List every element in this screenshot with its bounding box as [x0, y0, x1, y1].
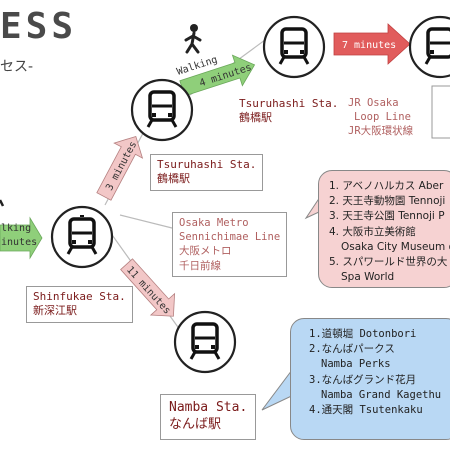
- train-arrow-7min: [333, 23, 411, 65]
- line-label-text: 千日前線: [179, 259, 221, 272]
- line-label-text: JR Osaka: [348, 97, 399, 109]
- station-name-jp: 新深江駅: [33, 304, 77, 318]
- walking-arrow-left: [0, 216, 43, 260]
- train-icon-tennoji: [408, 15, 450, 79]
- pink-callout: 1. アベノハルカス Aber 2. 天王寺動物園 Tennoji 3. 天王寺…: [318, 170, 450, 288]
- callout-item: 3. 天王寺公園 Tennoji P: [329, 210, 445, 223]
- station-name-en: Shinfukae Sta.: [33, 290, 126, 303]
- line-label-text: 大阪メトロ: [179, 245, 232, 258]
- callout-item: 3.なんばグランド花月: [309, 373, 417, 386]
- train-arrow-7min-label: 7 minutes: [342, 40, 396, 51]
- walking-person-icon-left: [0, 199, 5, 207]
- callout-item: 2. 天王寺動物園 Tennoji: [329, 195, 446, 208]
- walking-person-icon: [184, 24, 202, 54]
- line-label-osaka-metro: Osaka Metro Sennichimae Line 大阪メトロ 千日前線: [172, 212, 288, 277]
- callout-item: 1.道頓堀 Dotonbori: [309, 328, 417, 340]
- callout-subitem: Namba Perks: [321, 358, 391, 371]
- station-name-jp: なんば駅: [169, 416, 222, 432]
- callout-subitem: Osaka City Museum o: [341, 240, 450, 253]
- line-label-text: JR大阪環状線: [348, 125, 414, 138]
- connector-shinfukae-metro: [119, 214, 181, 231]
- train-icon-shinfukae: [50, 205, 114, 269]
- tennoji-label-box: [431, 85, 450, 139]
- line-label-text: Osaka Metro: [179, 217, 249, 229]
- station-name-jp: 鶴橋駅: [239, 111, 272, 125]
- train-icon-tsuruhashi-top: [262, 15, 326, 79]
- station-name-jp: 鶴橋駅: [157, 172, 190, 186]
- walking-left-label: lking: [1, 223, 31, 234]
- train-icon-tsuruhashi-mid: [130, 78, 194, 142]
- train-icon-namba: [173, 310, 237, 374]
- station-name-en: Namba Sta.: [169, 400, 248, 415]
- station-name-en: Tsuruhashi Sta.: [239, 97, 339, 110]
- callout-item: 1. アベノハルカス Aber: [329, 180, 444, 192]
- callout-item: 5. スパワールド世界の大: [329, 256, 448, 269]
- callout-item: 2.なんばパークス: [309, 343, 395, 356]
- walking-arrow-left-label: inutes: [1, 237, 37, 248]
- line-label-text: Sennichimae Line: [179, 231, 281, 244]
- callout-subitem: Spa World: [341, 271, 395, 284]
- callout-item: 4.通天閣 Tsutenkaku: [309, 404, 423, 417]
- station-label-namba: Namba Sta. なんば駅: [160, 394, 257, 440]
- station-label-tsuruhashi-top: Tsuruhashi Sta. 鶴橋駅: [233, 94, 345, 129]
- callout-item: 4. 大阪市立美術館: [329, 225, 416, 238]
- station-label-tsuruhashi-mid: Tsuruhashi Sta. 鶴橋駅: [150, 154, 264, 191]
- line-label-text: Loop Line: [354, 111, 411, 124]
- page-subtitle: セス-: [0, 59, 34, 75]
- line-label-jr-osaka: JR Osaka Loop Line JR大阪環状線: [348, 96, 413, 139]
- station-name-en: Tsuruhashi Sta.: [157, 158, 257, 171]
- train-arrow-3min: 3 minutes: [96, 135, 144, 201]
- callout-subitem: Namba Grand Kagethu: [321, 388, 442, 401]
- station-label-shinfukae: Shinfukae Sta. 新深江駅: [26, 286, 133, 323]
- blue-callout: 1.道頓堀 Dotonbori 2.なんばパークス Namba Perks 3.…: [290, 318, 450, 440]
- page-title: ESS: [0, 6, 78, 47]
